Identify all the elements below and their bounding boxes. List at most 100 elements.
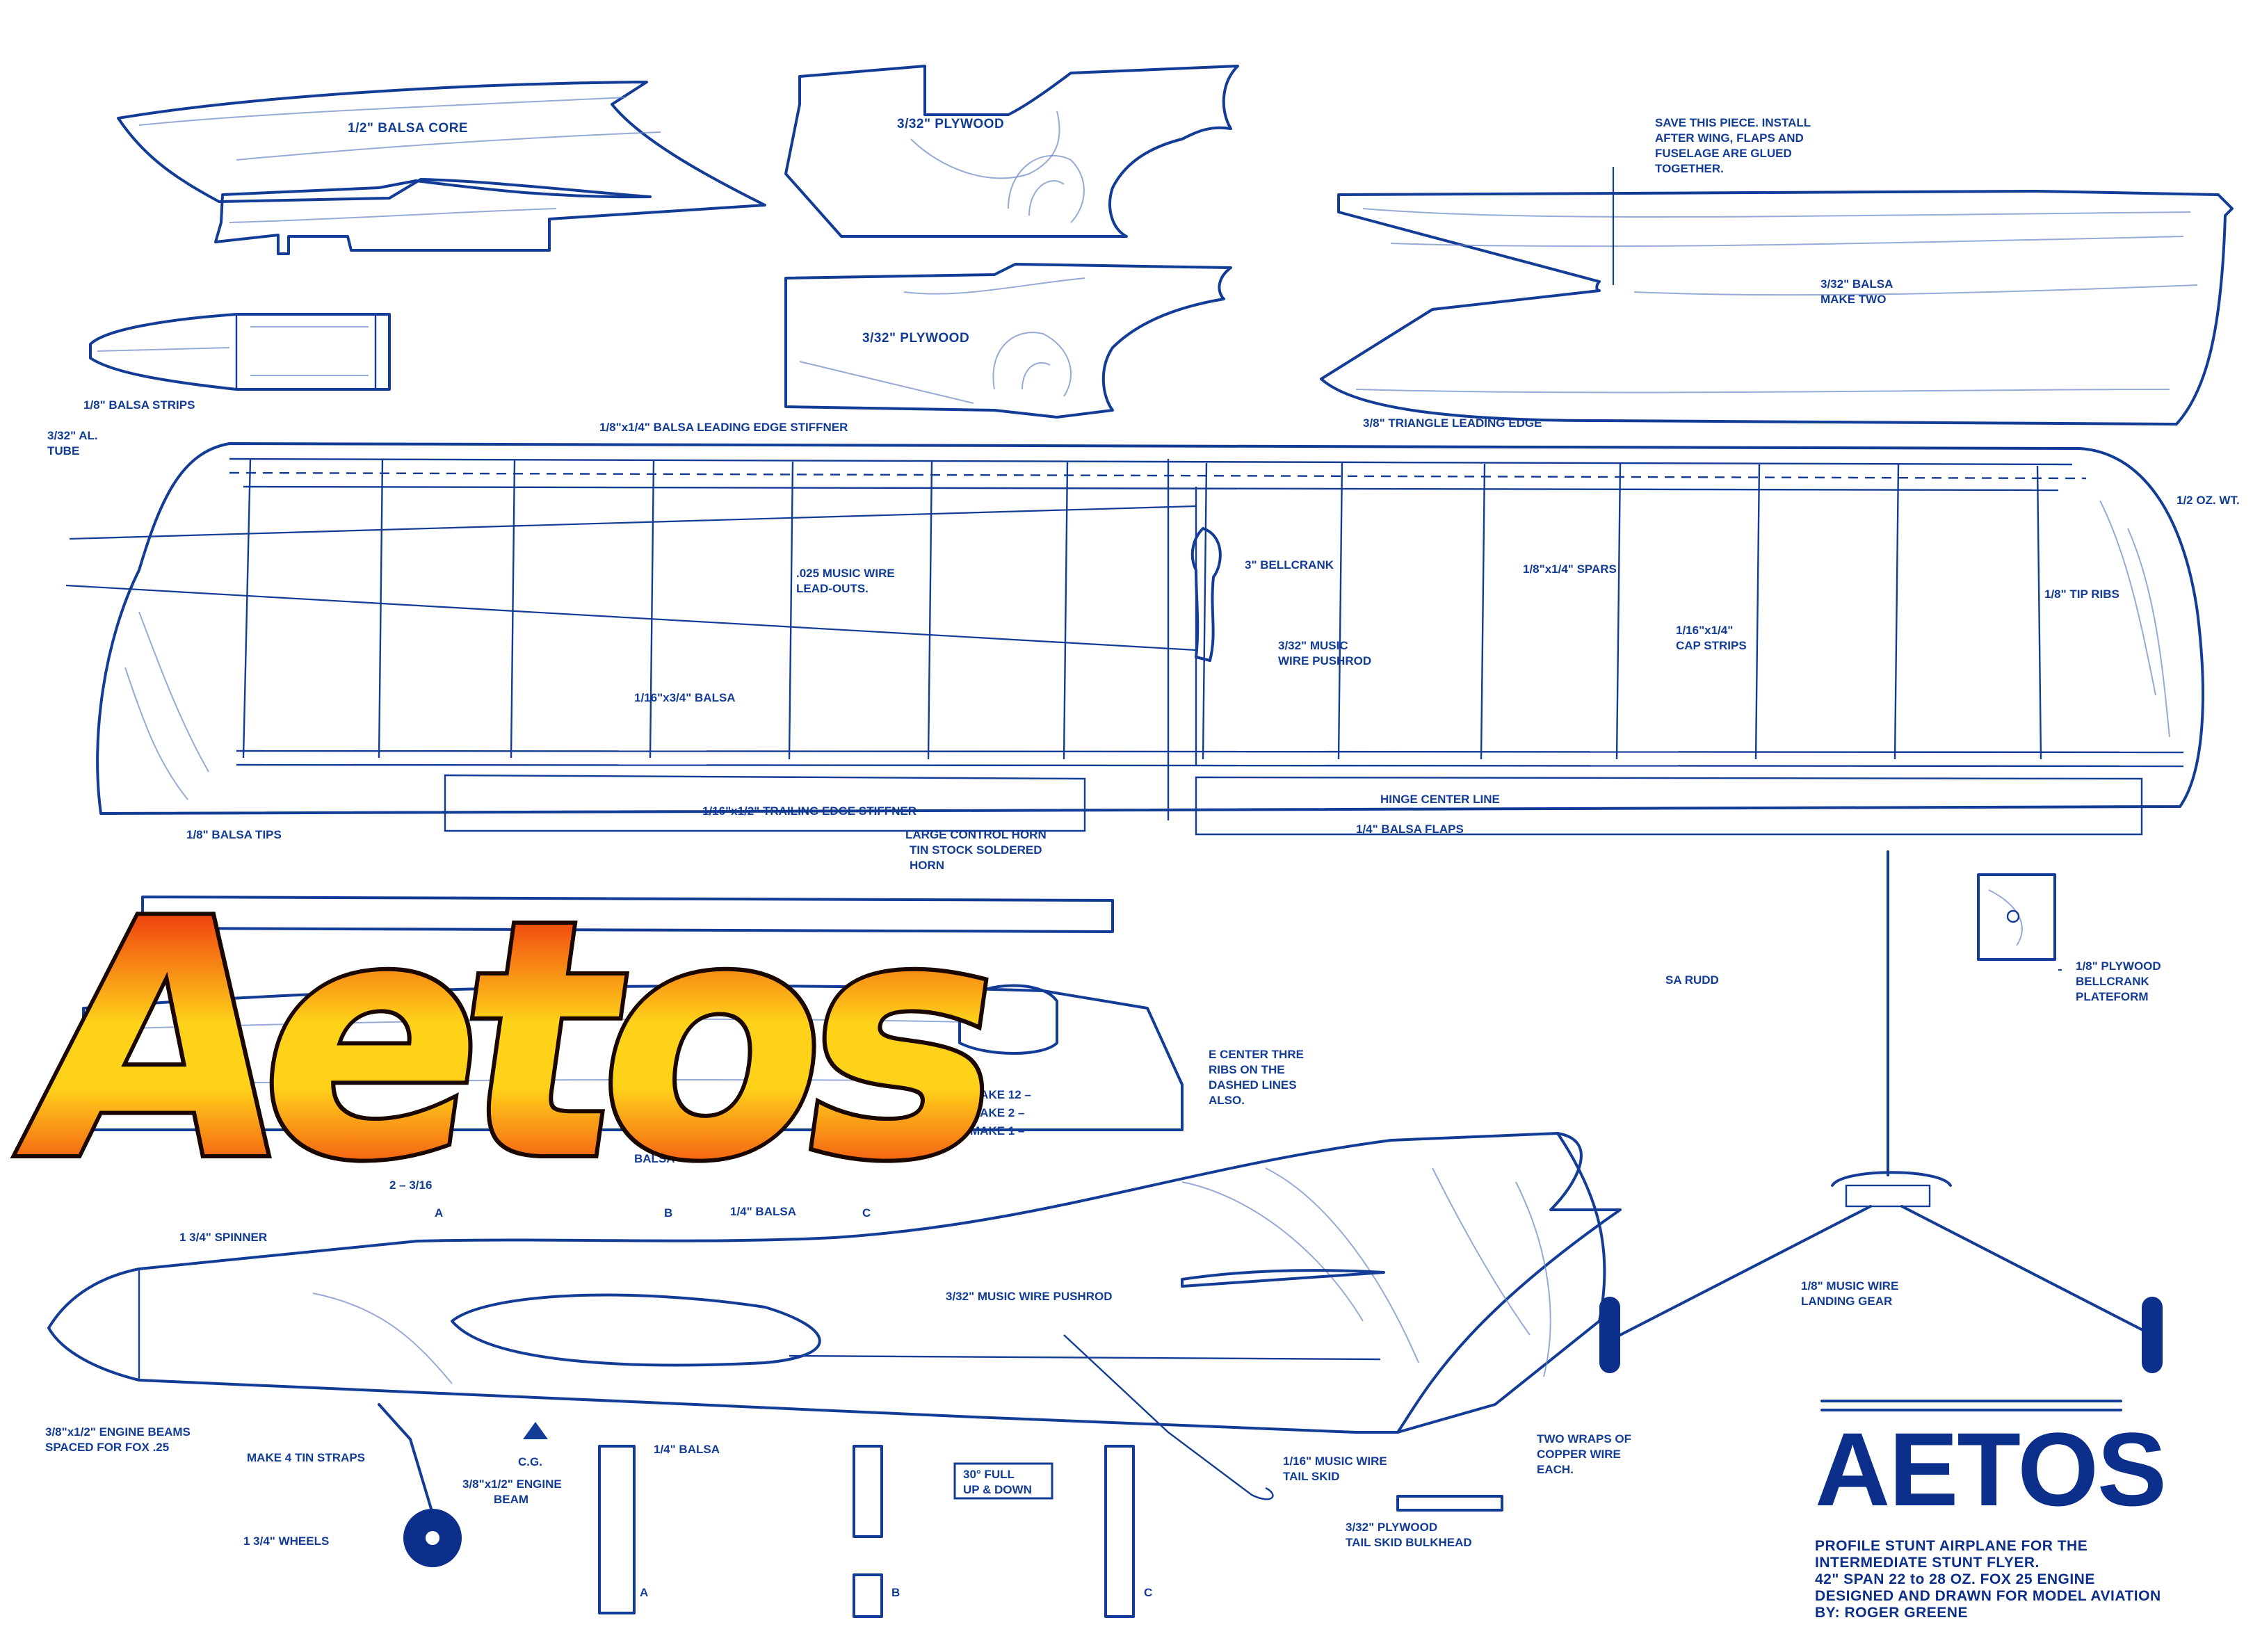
- plywood-part-bottom: 3/32" PLYWOOD: [784, 263, 1232, 419]
- label-tin-straps: MAKE 4 TIN STRAPS: [247, 1451, 365, 1464]
- title-line-1: PROFILE STUNT AIRPLANE FOR THE: [1815, 1538, 2088, 1554]
- label-ply-plateform-2: BELLCRANK: [2076, 975, 2149, 988]
- label-al-tube-2: TUBE: [47, 444, 79, 457]
- label-landing-gear-2: LANDING GEAR: [1801, 1295, 1892, 1308]
- label-make-12: MAKE 12 –: [970, 1088, 1031, 1101]
- label-spars: 1/8"x1/4" SPARS: [1523, 562, 1617, 576]
- label-save-piece-3: FUSELAGE ARE GLUED: [1655, 147, 1792, 160]
- label-station-b: B: [664, 1206, 672, 1220]
- label-save-piece-2: AFTER WING, FLAPS AND: [1655, 131, 1804, 145]
- title-line-2: INTERMEDIATE STUNT FLYER.: [1815, 1555, 2040, 1571]
- label-center-three-3: DASHED LINES: [1209, 1078, 1297, 1092]
- label-section-a: A: [640, 1586, 648, 1599]
- label-wheels: 1 3/4" WHEELS: [243, 1534, 329, 1548]
- flap-part: SAVE THIS PIECE. INSTALL AFTER WING, FLA…: [1320, 116, 2234, 426]
- label-copper-2: COPPER WIRE: [1537, 1448, 1621, 1461]
- wing-ribs: [242, 458, 2042, 760]
- label-save-piece-4: TOGETHER.: [1655, 162, 1724, 175]
- aetos-fire-logo: Aetos: [0, 848, 1023, 1236]
- label-bellcrank: 3" BELLCRANK: [1245, 558, 1334, 572]
- label-balsa-116x34: 1/16"x3/4" BALSA: [634, 691, 736, 704]
- label-tail-skid-1: 1/16" MUSIC WIRE: [1283, 1455, 1387, 1468]
- label-station-a: A: [435, 1206, 443, 1220]
- label-pushrod-2: WIRE PUSHROD: [1278, 654, 1371, 667]
- label-engine-beam-2: BEAM: [494, 1493, 528, 1506]
- label-le-stiffner: 1/8"x1/4" BALSA LEADING EDGE STIFFNER: [599, 421, 848, 434]
- label-plywood-bottom: 3/32" PLYWOOD: [862, 331, 969, 346]
- label-bulkhead-1: 3/32" PLYWOOD: [1346, 1521, 1437, 1534]
- label-balsa-flaps: 1/4" BALSA FLAPS: [1356, 823, 1464, 836]
- label-fuse-pushrod: 3/32" MUSIC WIRE PUSHROD: [946, 1290, 1113, 1303]
- wing-plan: 1/8" BALSA STRIPS 3/32" AL. TUBE 1/8"x1/…: [47, 398, 2240, 841]
- left-wheel-icon: [1599, 1297, 1620, 1373]
- label-balsa-fragment: BALSA: [634, 1152, 675, 1165]
- label-spinner: 1 3/4" SPINNER: [179, 1231, 267, 1244]
- label-al-tube-1: 3/32" AL.: [47, 429, 98, 442]
- label-music-wire-2: LEAD-OUTS.: [796, 582, 869, 595]
- label-balsa-quarter-top: 1/4" BALSA: [730, 1205, 796, 1218]
- title-line-5: BY: ROGER GREENE: [1815, 1605, 1968, 1621]
- label-make-2: MAKE 2 –: [970, 1106, 1024, 1119]
- section-a-box: [598, 1445, 636, 1614]
- label-balsa-tips: 1/8" BALSA TIPS: [186, 828, 282, 841]
- cg-marker-icon: [523, 1422, 548, 1439]
- plywood-part-top: 3/32" PLYWOOD: [784, 65, 1239, 238]
- plan-title: AETOS: [1815, 1411, 2165, 1528]
- title-line-4: DESIGNED AND DRAWN FOR MODEL AVIATION: [1815, 1588, 2161, 1604]
- full-updown-box: [953, 1462, 1053, 1500]
- label-hinge: HINGE CENTER LINE: [1380, 793, 1500, 806]
- label-engine-beams-2: SPACED FOR FOX .25: [45, 1441, 169, 1454]
- label-half-oz: 1/2 OZ. WT.: [2177, 494, 2240, 507]
- label-make-1: MAKE 1 –: [970, 1124, 1024, 1137]
- label-center-three-1: E CENTER THRE: [1209, 1048, 1304, 1061]
- title-block: AETOS PROFILE STUNT AIRPLANE FOR THE INT…: [1815, 1400, 2167, 1621]
- label-full-updown-2: UP & DOWN: [963, 1483, 1032, 1496]
- label-balsa-quarter-bottom: 1/4" BALSA: [654, 1443, 720, 1456]
- section-c-box: [1104, 1445, 1135, 1618]
- label-horn-fragment: ORN: [316, 1140, 343, 1153]
- section-b-box: [853, 1573, 883, 1618]
- balsa-core-part: 1/2" BALSA CORE: [117, 81, 766, 255]
- title-line-3: 42" SPAN 22 to 28 OZ. FOX 25 ENGINE: [1815, 1571, 2095, 1587]
- label-te-stiffner: 1/16"x1/2" TRAILING EDGE STIFFNER: [702, 804, 916, 818]
- label-balsa-rudd: SA RUDD: [1665, 973, 1719, 987]
- label-section-b: B: [891, 1586, 900, 1599]
- label-cap-strips-2: CAP STRIPS: [1676, 639, 1747, 652]
- label-triangle-le: 3/8" TRIANGLE LEADING EDGE: [1363, 416, 1542, 430]
- label-pushrod-1: 3/32" MUSIC: [1278, 639, 1348, 652]
- label-bulkhead-2: TAIL SKID BULKHEAD: [1346, 1536, 1472, 1549]
- section-c1-box: [853, 1445, 883, 1538]
- label-plywood-top: 3/32" PLYWOOD: [897, 117, 1004, 131]
- label-balsa-make-two-2: MAKE TWO: [1820, 293, 1886, 306]
- label-cg: C.G.: [518, 1455, 542, 1468]
- label-balsa-strips: 1/8" BALSA STRIPS: [83, 398, 195, 412]
- label-save-piece-1: SAVE THIS PIECE. INSTALL: [1655, 116, 1811, 129]
- label-cap-strips-1: 1/16"x1/4": [1676, 624, 1733, 637]
- label-landing-gear-1: 1/8" MUSIC WIRE: [1801, 1279, 1898, 1293]
- label-balsa-core: 1/2" BALSA CORE: [348, 121, 468, 136]
- label-tin-stock-1: TIN STOCK SOLDERED: [910, 843, 1042, 857]
- fuselage-profile: 1 3/4" SPINNER A B C 1/4" BALSA 3/32" MU…: [45, 1132, 1622, 1567]
- label-music-wire-1: .025 MUSIC WIRE: [796, 567, 895, 580]
- svg-text:Aetos: Aetos: [4, 852, 1019, 1231]
- label-copper-1: TWO WRAPS OF: [1537, 1432, 1631, 1446]
- label-center-three-4: ALSO.: [1209, 1094, 1245, 1107]
- label-control-horn: LARGE CONTROL HORN: [905, 828, 1047, 841]
- cross-sections: A B C 30° FULL UP & DOWN TWO WRAPS OF CO…: [598, 1432, 1631, 1618]
- label-full-updown-1: 30° FULL: [963, 1468, 1015, 1481]
- label-ply-plateform-3: PLATEFORM: [2076, 990, 2149, 1003]
- label-bolts-fragment: 2 – 3/16: [389, 1179, 432, 1192]
- fuel-tank-part: [89, 313, 391, 391]
- label-tip-ribs: 1/8" TIP RIBS: [2044, 588, 2119, 601]
- label-section-c: C: [1144, 1586, 1152, 1599]
- label-copper-3: EACH.: [1537, 1463, 1574, 1476]
- label-tail-skid-2: TAIL SKID: [1283, 1470, 1340, 1483]
- label-engine-beams-1: 3/8"x1/2" ENGINE BEAMS: [45, 1425, 191, 1439]
- label-ply-plateform-1: 1/8" PLYWOOD: [2076, 959, 2161, 973]
- right-wheel-icon: [2142, 1297, 2163, 1373]
- label-balsa-make-two-1: 3/32" BALSA: [1820, 277, 1893, 291]
- label-station-c: C: [862, 1206, 871, 1220]
- middle-parts: TIN STOCK SOLDERED HORN SA RUDD MAKE 12 …: [82, 843, 2161, 1192]
- label-engine-beam-1: 3/8"x1/2" ENGINE: [462, 1477, 562, 1491]
